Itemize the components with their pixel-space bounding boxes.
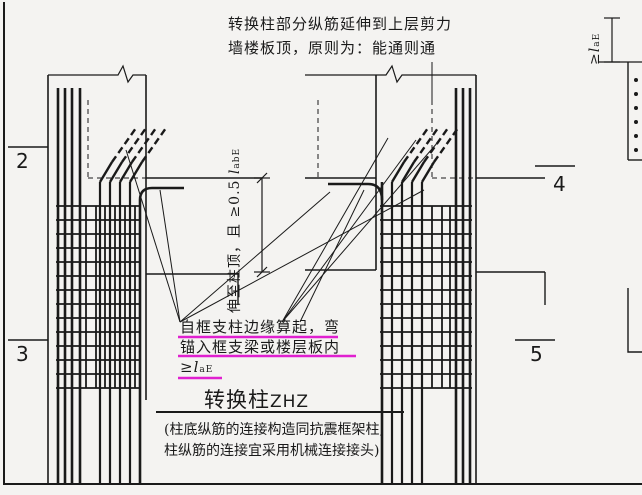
right-partial-label: ≥laE: [587, 32, 603, 65]
left-note-line2: 锚入框支梁或楼层板内: [180, 338, 341, 356]
leader-lines: [125, 62, 439, 323]
vertical-note-dim: ≥0.5 labE: [227, 147, 243, 218]
caption-note-line2: 柱纵筋的连接宜采用机械连接接头): [164, 443, 380, 459]
anchorage-dimension: [254, 172, 270, 278]
left-column: [47, 64, 262, 484]
top-note-line1: 转换柱部分纵筋延伸到上层剪力: [228, 15, 453, 33]
right-partial-detail: [598, 17, 642, 353]
highlight-underlines: [178, 335, 356, 380]
left-stirrup-grid: [56, 205, 140, 389]
left-note-line3: ≥laE: [180, 358, 214, 376]
caption-note-line1: (柱底纵筋的连接构造同抗震框架柱;: [164, 422, 385, 438]
section-mark-4: 4: [553, 172, 566, 196]
section-mark-5: 5: [530, 342, 543, 366]
right-column: [305, 64, 546, 484]
vertical-note-text: 伸至柱顶，且: [227, 223, 243, 313]
top-note-line2: 墙楼板顶，原则为：能通则通: [228, 39, 437, 57]
section-mark-3: 3: [16, 342, 29, 366]
right-partial-dots: [634, 78, 638, 152]
right-stirrup-grid: [380, 205, 472, 389]
caption-title: 转换柱ZHZ: [204, 388, 310, 412]
vertical-note: 伸至柱顶，且 ≥0.5 labE: [225, 143, 247, 313]
left-note-line1: 自框支柱边缘算起，弯: [180, 318, 341, 336]
section-mark-2: 2: [16, 149, 29, 173]
